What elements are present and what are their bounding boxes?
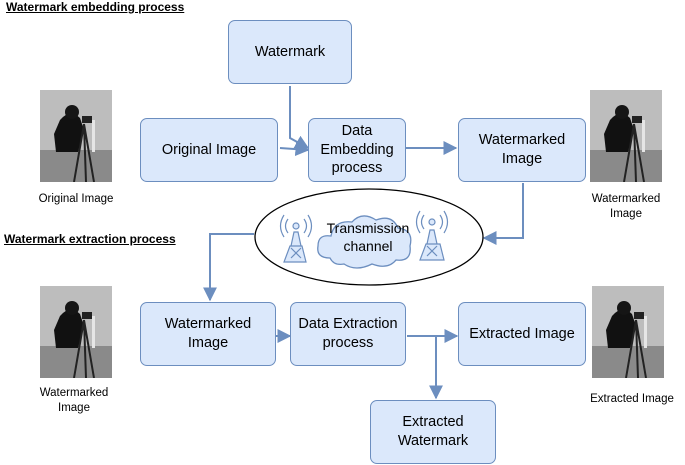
watermarked-image-photo-bottom [40,286,112,378]
extracted-watermark-box: Extracted Watermark [370,400,496,464]
right-antenna-tower-icon [415,210,449,261]
arrow-watermark-to-embedding [289,86,310,149]
extracted-image-caption: Extracted Image [590,393,674,405]
left-antenna-tower-icon [279,214,313,263]
watermarked-image-caption-top: Watermarked Image [591,193,661,220]
original-image-box: Original Image [140,118,278,182]
extracted-image-box: Extracted Image [458,302,586,366]
original-image-caption: Original Image [38,193,114,205]
arrow-channel-to-watermarked [203,233,254,302]
watermarked-image-box-top: Watermarked Image [458,118,586,182]
arrow-watermarked-to-channel [482,183,524,245]
transmission-channel-label: Transmission channel [326,220,410,254]
data-extraction-box: Data Extraction process [290,302,406,366]
embedding-process-heading: Watermark embedding process [6,0,185,14]
extracted-image-photo [592,286,664,378]
watermark-box: Watermark [228,20,352,84]
data-embedding-box: Data Embedding process [308,118,406,182]
watermarked-image-box-bottom: Watermarked Image [140,302,276,366]
extraction-process-heading: Watermark extraction process [4,232,176,246]
arrow-original-to-embedding [279,142,310,157]
watermarked-image-caption-bottom: Watermarked Image [39,387,109,414]
watermarked-image-photo-top [590,90,662,182]
cloud-icon [317,215,412,269]
original-image-photo [40,90,112,182]
